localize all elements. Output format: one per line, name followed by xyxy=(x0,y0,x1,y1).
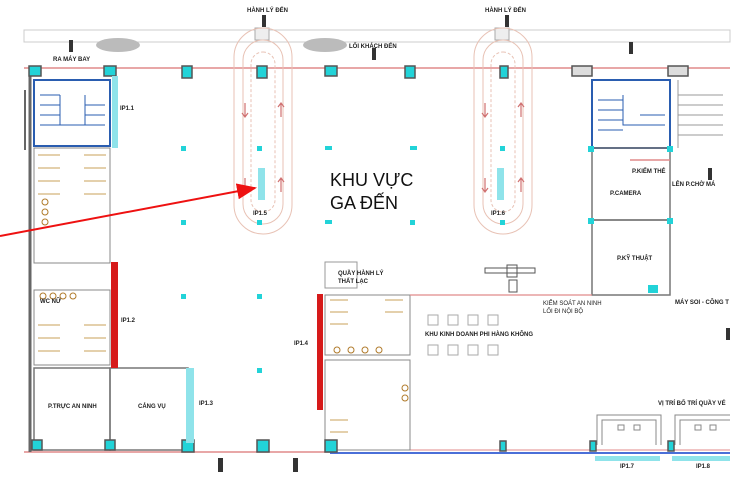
rooms xyxy=(33,147,671,451)
ip-label-4: IP1.4 xyxy=(294,341,309,347)
ip-label-6: IP1.6 xyxy=(491,211,506,217)
label-wc-female: WC NỮ xyxy=(40,298,61,305)
ip1-8-zone xyxy=(672,456,730,461)
label-scanner: MÁY SOI - CÔNG T xyxy=(675,298,729,306)
baggage-carousel-1 xyxy=(233,27,293,235)
label-baggage-arrival-1: HÀNH LÝ ĐẾN xyxy=(247,7,288,14)
baggage-carousel-2 xyxy=(473,27,533,235)
ip-label-2: IP1.2 xyxy=(121,318,136,324)
ip-label-8: IP1.8 xyxy=(696,464,711,470)
label-security-check-1: KIỂM SOÁT AN NINH xyxy=(543,300,602,307)
ip-label-7: IP1.7 xyxy=(620,464,635,470)
columns xyxy=(28,65,689,453)
label-security-room: P.TRỰC AN NINH xyxy=(48,404,97,410)
label-port-authority: CẢNG VỤ xyxy=(138,403,166,410)
label-to-airplane: RA MÁY BAY xyxy=(53,56,90,63)
label-lost-baggage-2: THẤT LẠC xyxy=(338,278,369,285)
label-security-check-2: LỐI ĐI NỘI BỘ xyxy=(543,308,583,315)
label-baggage-arrival-2: HÀNH LÝ ĐẾN xyxy=(485,7,526,14)
cafe-tables xyxy=(427,314,499,356)
ip1-4-zone xyxy=(317,294,323,410)
ip1-2-zone xyxy=(111,262,118,368)
column-markers xyxy=(181,146,673,373)
toilet-block-left xyxy=(33,147,111,366)
label-non-aviation: KHU KINH DOANH PHI HÀNG KHÔNG xyxy=(425,330,533,338)
ip1-3-zone xyxy=(186,368,194,443)
ip-label-3: IP1.3 xyxy=(199,401,214,407)
label-passenger-entry: LỐI KHÁCH ĐẾN xyxy=(349,43,397,50)
ip1-1-zone xyxy=(112,76,118,148)
ticket-counters xyxy=(596,414,730,445)
label-technical-room: P.KỸ THUẬT xyxy=(617,255,653,262)
toilet-block-right xyxy=(324,294,411,451)
stair-right xyxy=(591,79,723,149)
ip-label-5: IP1.5 xyxy=(253,211,268,217)
ip-highlights xyxy=(111,76,730,461)
label-camera-room: P.CAMERA xyxy=(610,191,642,197)
stair-left xyxy=(33,79,111,147)
area-title-line1: KHU VỰC xyxy=(330,170,413,190)
exterior-walls xyxy=(24,67,730,454)
ip-label-1: IP1.1 xyxy=(120,106,135,112)
label-card-check: P.KIỂM THẺ xyxy=(632,168,666,175)
shrubs xyxy=(96,38,347,52)
pointer-arrow xyxy=(0,183,257,237)
ip1-5-zone xyxy=(258,168,265,200)
entry-markers xyxy=(69,15,730,472)
label-ticket-counter: VỊ TRÍ BỐ TRÍ QUẦY VÉ xyxy=(658,399,726,407)
label-to-waiting-room: LÊN P.CHỜ MÁ xyxy=(672,180,716,188)
label-lost-baggage-1: QUẦY HÀNH LÝ xyxy=(338,270,384,277)
ip1-7-zone xyxy=(595,456,660,461)
area-title-line2: GA ĐẾN xyxy=(330,192,398,213)
security-checkpoint xyxy=(484,264,536,293)
ip1-6-zone xyxy=(497,168,504,200)
canopy-band xyxy=(23,27,731,43)
